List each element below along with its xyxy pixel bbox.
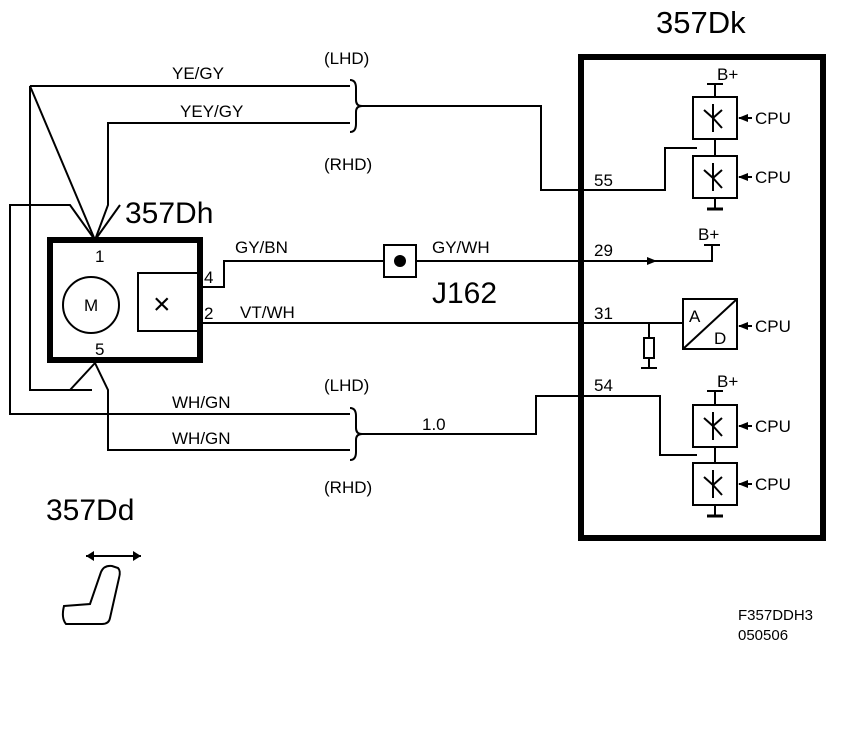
wire-ye-gy-label: YE/GY xyxy=(172,64,224,83)
wire-wh-gn-lower xyxy=(94,362,350,451)
pin-1-label: 1 xyxy=(95,247,104,266)
bottom-lhd-label: (LHD) xyxy=(324,376,369,395)
pin-54-label: 54 xyxy=(594,376,613,395)
control-module-box xyxy=(578,54,826,541)
figure-date: 050506 xyxy=(738,627,788,644)
ad-converter-d: D xyxy=(714,329,726,348)
supply-b-plus-mid: B+ xyxy=(698,225,719,244)
motor-letter: M xyxy=(84,296,98,315)
pin-2-label: 2 xyxy=(204,304,213,323)
lower-high-side-transistor xyxy=(692,390,738,448)
upper-high-side-transistor xyxy=(692,83,738,140)
figure-code: F357DDH3 xyxy=(738,607,813,624)
supply-b-plus-bottom: B+ xyxy=(717,372,738,391)
cpu-label-2: CPU xyxy=(755,168,791,187)
control-module-label: 357Dk xyxy=(656,5,746,40)
seat-fore-aft-icon xyxy=(61,551,141,625)
wire-yey-gy-label: YEY/GY xyxy=(180,102,243,121)
position-sensor-symbol: × xyxy=(137,272,199,332)
ad-converter-a: A xyxy=(689,307,701,326)
motor-unit-label: 357Dh xyxy=(125,197,213,230)
wire-pin5-left xyxy=(69,362,96,391)
wire-gy-bn-label: GY/BN xyxy=(235,238,288,257)
wire-wh-gn-upper-label: WH/GN xyxy=(172,393,231,412)
cpu-label-3: CPU xyxy=(755,317,791,336)
pin-5-label: 5 xyxy=(95,340,104,359)
wire-to-pin-55 xyxy=(362,105,697,191)
top-variant-brace xyxy=(349,79,363,133)
bottom-rhd-label: (RHD) xyxy=(324,478,372,497)
supply-b-plus-top: B+ xyxy=(717,65,738,84)
top-rhd-label: (RHD) xyxy=(324,155,372,174)
wire-gy-wh-label: GY/WH xyxy=(432,238,490,257)
sensor-cross: × xyxy=(153,288,171,321)
pin-55-label: 55 xyxy=(594,171,613,190)
wire-to-pin-54 xyxy=(362,395,697,456)
wire-wh-gn-lower-label: WH/GN xyxy=(172,429,231,448)
wire-yey-gy xyxy=(94,122,350,241)
cpu-label-4: CPU xyxy=(755,417,791,436)
upper-low-side-transistor xyxy=(692,155,738,211)
ad-converter: A D xyxy=(682,298,738,350)
connector-j162 xyxy=(383,244,417,278)
pin-29-label: 29 xyxy=(594,241,613,260)
cpu-label-1: CPU xyxy=(755,109,791,128)
motor-unit-box xyxy=(47,237,203,363)
pin-31-label: 31 xyxy=(594,304,613,323)
wire-size-label: 1.0 xyxy=(422,415,446,434)
connector-j162-label: J162 xyxy=(432,277,497,310)
wire-vt-wh-label: VT/WH xyxy=(240,303,295,322)
lower-low-side-transistor xyxy=(692,462,738,518)
pin-4-label: 4 xyxy=(204,268,213,287)
wire-gy-bn xyxy=(200,260,384,288)
bottom-variant-brace xyxy=(349,407,363,461)
motor-symbol: M xyxy=(62,276,120,334)
top-lhd-label: (LHD) xyxy=(324,49,369,68)
cpu-label-5: CPU xyxy=(755,475,791,494)
seat-reference-label: 357Dd xyxy=(46,494,134,527)
wire-ye-gy xyxy=(9,85,350,415)
